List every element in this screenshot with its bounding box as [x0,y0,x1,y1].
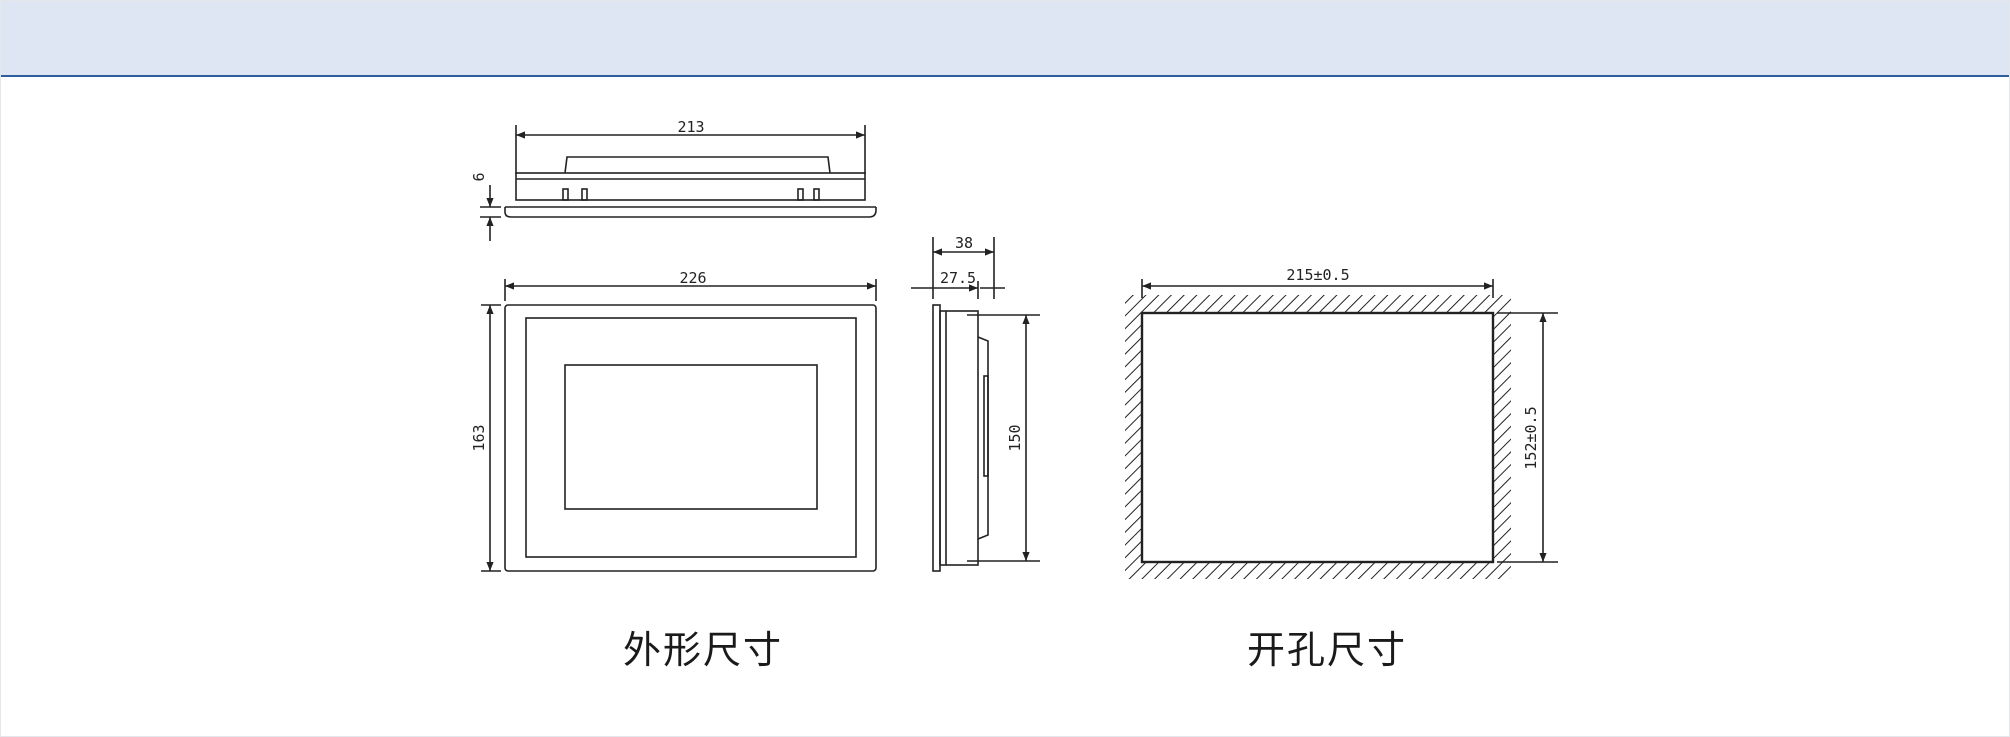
dim-depth-total: 38 [955,234,973,252]
dim-top-height: 6 [470,172,488,181]
outline-caption: 外形尺寸 [623,628,784,672]
dim-cutout-width: 215±0.5 [1286,266,1349,284]
dim-cutout-height: 152±0.5 [1522,406,1540,469]
dim-front-height: 163 [470,424,488,451]
front-view [481,279,877,572]
cutout-view [1125,279,1558,579]
top-view [480,125,877,241]
dim-depth-body: 27.5 [940,269,976,287]
side-view [911,237,1040,572]
dim-side-height: 150 [1006,424,1024,451]
header-band [1,1,2009,77]
dim-front-width: 226 [679,269,706,287]
cutout-caption: 开孔尺寸 [1247,628,1408,672]
dim-top-width: 213 [677,118,704,136]
